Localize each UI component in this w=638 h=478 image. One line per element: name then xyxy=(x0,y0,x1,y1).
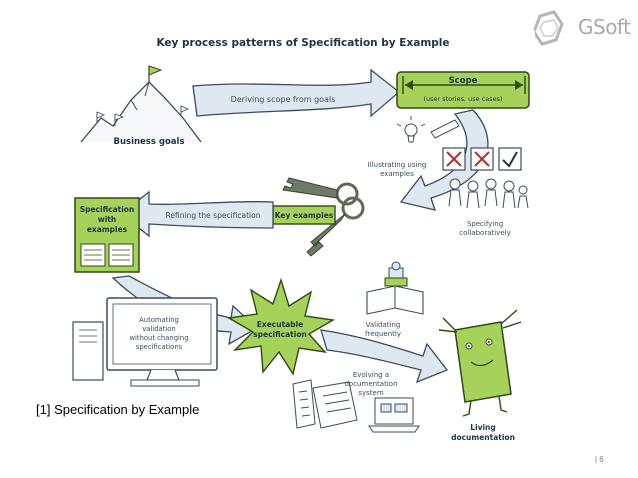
scope-title: Scope xyxy=(449,76,478,86)
validating-line-2: frequently xyxy=(365,330,401,338)
deriving-arrow xyxy=(192,68,401,118)
business-goals-label: Business goals xyxy=(113,137,184,147)
executable-line-1: Executable xyxy=(257,320,304,329)
evolving-line-3: system xyxy=(358,389,383,397)
illustrating-label-1: Illustrating using xyxy=(368,161,427,169)
automating-line-4: specifications xyxy=(136,343,183,351)
specifying-label-2: collaboratively xyxy=(459,229,510,237)
page-number: | 6 xyxy=(595,455,604,464)
automating-line-1: Automating xyxy=(139,316,179,324)
key-examples-label: Key examples xyxy=(275,211,334,220)
stamp-book-icon xyxy=(366,261,424,315)
spec-with-examples-line-3: examples xyxy=(87,225,128,234)
voting-cards xyxy=(442,147,522,171)
living-line-2: documentation xyxy=(451,433,515,442)
diagram-title: Key process patterns of Specification by… xyxy=(156,37,449,49)
validating-line-1: Validating xyxy=(366,321,401,329)
executable-line-2: specification xyxy=(253,330,307,339)
pencil-icon xyxy=(430,119,460,139)
process-diagram: Key process patterns of Specification by… xyxy=(71,30,535,442)
living-line-1: Living xyxy=(470,423,496,432)
logo-text: GSoft xyxy=(578,15,631,39)
mountain-icon xyxy=(80,65,202,143)
evolving-line-1: Evolving a xyxy=(353,371,389,379)
scope-subtitle: (user stories, use cases) xyxy=(423,95,502,103)
scope-box xyxy=(396,71,530,109)
spec-with-examples-line-2: with xyxy=(98,215,116,224)
executable-starburst xyxy=(226,277,336,376)
figure-caption: [1] Specification by Example xyxy=(36,401,204,419)
lightbulb-icon xyxy=(396,116,426,143)
deriving-label: Deriving scope from goals xyxy=(231,95,336,104)
automating-line-2: validation xyxy=(142,325,175,333)
spec-with-examples-line-1: Specification xyxy=(80,205,135,214)
evolving-line-2: documentation xyxy=(344,380,397,388)
specification-document xyxy=(74,197,140,273)
people-icon xyxy=(448,178,529,209)
specifying-label-1: Specifying xyxy=(467,220,503,228)
automating-line-3: without changing xyxy=(129,334,188,342)
living-documentation-figure xyxy=(438,309,522,417)
documents-icon xyxy=(292,379,420,433)
validating-arrow xyxy=(320,329,449,384)
computer-icon xyxy=(72,297,218,387)
scope-down-arrow xyxy=(399,109,489,211)
refining-label: Refining the specification xyxy=(166,211,261,220)
illustrating-label-2: examples xyxy=(380,170,414,178)
